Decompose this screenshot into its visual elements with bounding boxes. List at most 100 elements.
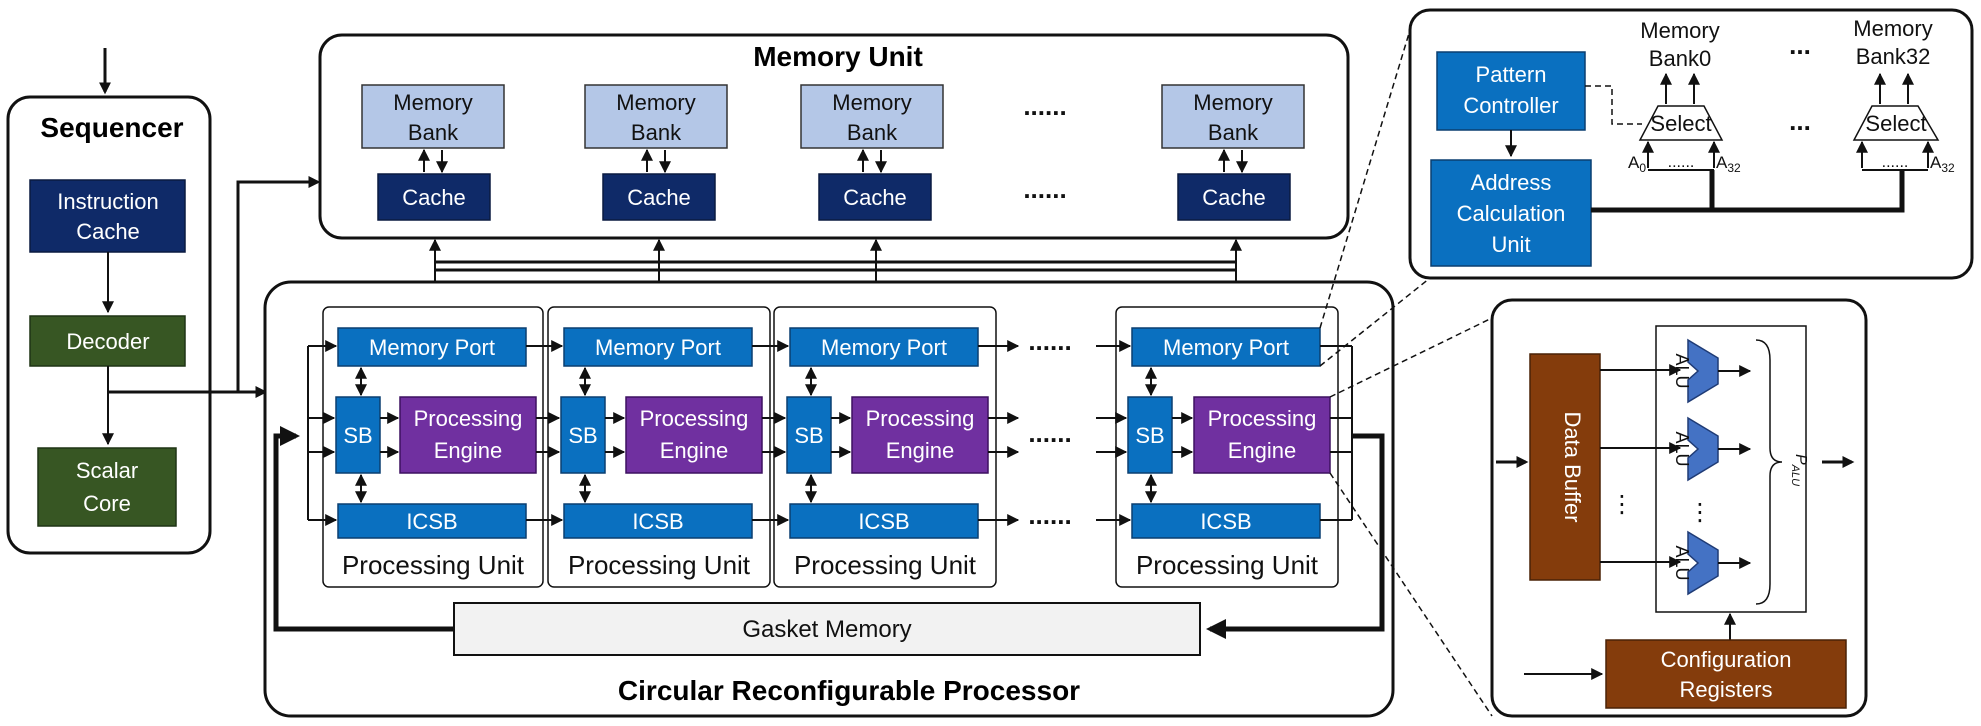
icsb-label: ICSB [858,509,909,534]
select-mux-32 [1852,105,1940,141]
sb-label: SB [1135,423,1164,448]
mux-mid-dots: ...... [1882,154,1909,171]
processing-engine-block [399,396,537,474]
processor-ellipsis: ...... [1028,418,1071,448]
scalar-core-label-1: Scalar [76,458,138,483]
a32-label: A32 [1716,153,1741,175]
bank0-label: Bank0 [1649,46,1711,71]
processing-engine-block [1193,396,1331,474]
icsb-block [789,503,979,539]
memory-port-label: Memory Port [369,335,495,360]
processing-engine-block [851,396,989,474]
memory-bank-column-2: Memory Bank Cache [584,84,728,221]
processing-engine-detail: Data Buffer ALU ALU ⋮ ⋮ ALU PALU Configu… [1490,298,1868,718]
memory-bank-label: Bank [631,120,682,145]
memory-port-label: Memory Port [821,335,947,360]
processing-engine-label: Processing [640,406,749,431]
processing-unit-label: Processing Unit [794,550,977,580]
processing-engine-label: Engine [434,438,503,463]
alu-3-icon [1687,530,1719,596]
mux-mid-dots: ...... [1668,154,1695,171]
cache-label: Cache [843,185,907,210]
processor-ellipsis: ...... [1028,326,1071,356]
pu4-output-links [1320,345,1353,521]
icsb-block [1131,503,1321,539]
processing-engine-label: Processing [1208,406,1317,431]
bank32-label: Bank32 [1856,44,1931,69]
icsb-label: ICSB [406,509,457,534]
alu-vdots: ⋮ [1688,499,1712,526]
cache-label: Cache [1202,185,1266,210]
p-alu-label: PALU [1789,454,1809,486]
processing-engine-label: Engine [1228,438,1297,463]
sb-label: SB [568,423,597,448]
data-buffer-label: Data Buffer [1560,412,1585,523]
decoder-block [29,315,186,367]
memory-bank-column-4: Memory Bank Cache [1161,84,1305,221]
alu-1-icon [1687,338,1719,404]
select-label: Select [1650,111,1711,136]
pattern-controller-block [1436,51,1586,131]
memory-unit-title: Memory Unit [753,41,923,72]
processing-engine-label: Processing [414,406,523,431]
select-ellipsis: ... [1789,106,1811,136]
alu-brace [1755,339,1783,605]
memory-bank-label: Memory [393,90,472,115]
icsb-label: ICSB [1200,509,1251,534]
memory-port-block [789,327,979,367]
cache-label: Cache [627,185,691,210]
memory-bank-label: Memory [832,90,911,115]
memory-bank-ellipsis: ...... [1023,91,1066,121]
memory-bank-column-1: Memory Bank Cache [361,84,505,221]
inter-unit-links: ...... ...... ...... [526,326,1132,530]
sb-label: SB [794,423,823,448]
sb-block [560,396,606,474]
pattern-controller-label: Controller [1463,93,1558,118]
alu-2-icon [1687,416,1719,482]
sb-label: SB [343,423,372,448]
config-registers-label: Configuration [1661,647,1792,672]
select-label: Select [1865,111,1926,136]
memory-bank-column-3: Memory Bank Cache [800,84,944,221]
memory-port-block [337,327,527,367]
buffer-vdots: ⋮ [1610,491,1634,518]
address-calc-label: Calculation [1457,201,1566,226]
scalar-core-label-2: Core [83,491,131,516]
memory-bank-label: Memory [1193,90,1272,115]
processing-unit-label: Processing Unit [342,550,525,580]
sb-block [1127,396,1173,474]
processing-unit-4: Memory Port SB Processing Engine ICSB Pr… [1115,306,1339,588]
address-calc-label: Address [1471,170,1552,195]
processing-unit-1: Memory Port SB Processing Engine ICSB Pr… [322,306,544,588]
sequencer: Sequencer Instruction Cache Decoder Scal… [6,48,321,555]
gasket-memory-label: Gasket Memory [742,616,911,643]
pattern-controller-label: Pattern [1476,62,1547,87]
memory-bank-label: Bank [408,120,459,145]
memory-unit: Memory Unit Memory Bank Cache Memory Ban… [318,33,1350,240]
select-mux-0 [1638,105,1724,141]
sb-block [335,396,381,474]
config-registers-label: Registers [1680,677,1773,702]
memory-port-detail: Pattern Controller Address Calculation U… [1408,8,1974,280]
icsb-label: ICSB [632,509,683,534]
processing-unit-2: Memory Port SB Processing Engine ICSB Pr… [547,306,771,588]
circular-reconfigurable-processor: Circular Reconfigurable Processor Memory… [263,280,1395,718]
instruction-cache-label-2: Cache [76,219,140,244]
memory-port-block [563,327,753,367]
address-calc-block [1430,159,1592,267]
sb-block [786,396,832,474]
instruction-cache-label-1: Instruction [57,189,159,214]
memory-port-block [1131,327,1321,367]
pu1-input-links [307,340,338,526]
address-calc-label: Unit [1491,232,1530,257]
cache-ellipsis: ...... [1023,174,1066,204]
memory-port-label: Memory Port [595,335,721,360]
bank0-label: Memory [1640,18,1719,43]
memory-bank-label: Bank [1208,120,1259,145]
processing-unit-label: Processing Unit [568,550,751,580]
scalar-core-block [37,447,177,527]
bank-ellipsis: ... [1789,30,1811,60]
processing-engine-block [625,396,763,474]
memory-bank-label: Memory [616,90,695,115]
